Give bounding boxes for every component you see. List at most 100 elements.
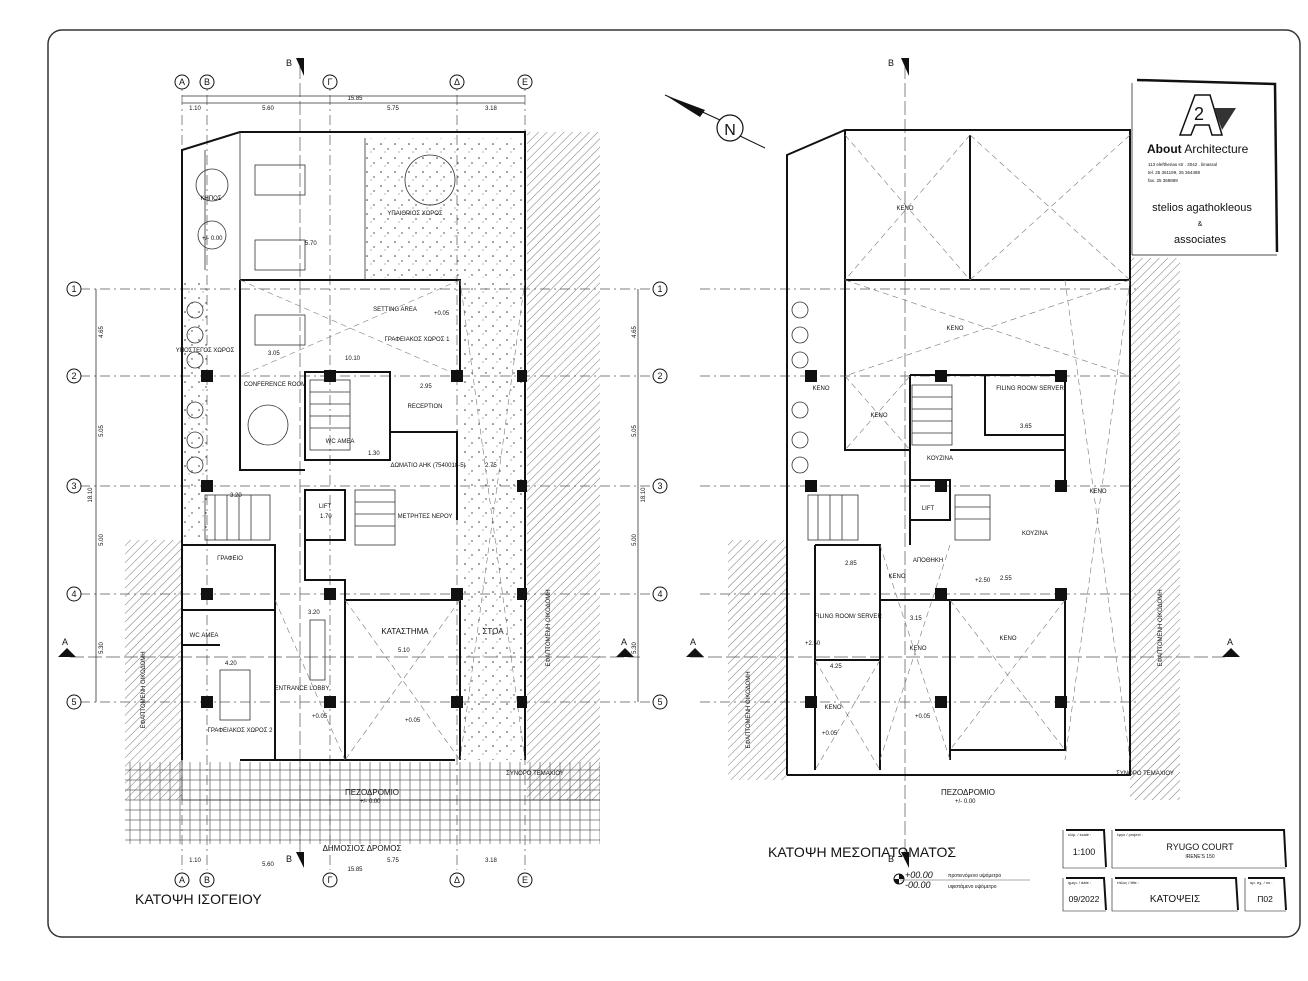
axis-label: Α: [179, 875, 185, 885]
dimension: 3.05: [268, 351, 280, 357]
dimension: 10.10: [345, 356, 361, 362]
dimension: 5.60: [262, 106, 274, 112]
mezzanine-title: ΚΑΤΟΨΗ ΜΕΣΟΠΑΤΩΜΑΤΟΣ: [768, 844, 956, 860]
adjacent-building-right: [527, 132, 600, 800]
adjacent-building-right: [1130, 258, 1180, 800]
axis-label: Β: [204, 77, 210, 87]
axis-label: Δ: [454, 875, 460, 885]
dimension: 5.30: [632, 642, 638, 654]
room-label: ΣΥΝΟΡΟ ΤΕΜΑΧΙΟΥ: [506, 771, 564, 777]
drawing-title: ΚΑΤΟΨΕΙΣ: [1150, 894, 1200, 905]
dimension: 2.85: [845, 561, 857, 567]
dimension: 5.30: [99, 642, 105, 654]
scale-value: 1:100: [1073, 847, 1096, 857]
dimension: 15.85: [347, 867, 363, 873]
firm-address: 113 eleftherias str . 3042 . limassol: [1148, 162, 1217, 167]
room-label: ΣΤΟΑ: [482, 627, 504, 636]
dimension: 1.10: [189, 858, 201, 864]
room-label: WC ΑΜΕΑ: [190, 633, 219, 639]
adjacent-building-left: [728, 540, 787, 780]
room-labels: ΚΕΝΟ ΚΕΝΟ ΚΕΝΟ ΚΕΝΟ FILING ROOM/ SERVER …: [746, 206, 1174, 805]
room-labels: ΚΗΠΟΣ ΥΠΑΙΘΡΙΟΣ ΧΩΡΟΣ ΥΠΟΣΤΕΓΟΣ ΧΩΡΟΣ SE…: [141, 196, 564, 853]
section-label: Β: [286, 58, 292, 68]
axis-label: 4: [71, 589, 76, 599]
room-label: FILING ROOM/ SERVER: [814, 614, 882, 620]
firm-partner: associates: [1174, 234, 1226, 246]
room-label: ΕΦΑΠΤΟΜΕΝΗ ΟΙΚΟΔΟΜΗ: [546, 589, 552, 666]
room-label: ΚΕΝΟ: [896, 206, 913, 212]
axis-label: 2: [71, 371, 76, 381]
room-label: ΚΕΝΟ: [870, 413, 887, 419]
room-label: ΓΡΑΦΕΙΟ: [217, 556, 243, 562]
level-mark: +/- 0.00: [202, 236, 223, 242]
room-label: ΕΦΑΠΤΟΜΕΝΗ ΟΙΚΟΔΟΜΗ: [1158, 589, 1164, 666]
dimension: 5.05: [632, 425, 638, 437]
legend-existing-value: -00.00: [905, 880, 931, 890]
axis-label: 4: [657, 589, 662, 599]
room-label: ΚΕΝΟ: [999, 636, 1016, 642]
axis-label: 5: [657, 697, 662, 707]
firm-name-bold: About: [1147, 142, 1182, 156]
level-mark: +0.05: [312, 714, 328, 720]
dimension: 15.85: [347, 96, 363, 102]
room-label: ΠΕΖΟΔΡΟΜΙΟ: [941, 788, 995, 797]
dimension: 4.65: [99, 326, 105, 338]
date-value: 09/2022: [1069, 894, 1100, 904]
room-label: ΥΠΟΣΤΕΓΟΣ ΧΩΡΟΣ: [176, 348, 235, 354]
firm-fax: fax. 25 368899: [1148, 178, 1178, 183]
level-mark: +0.05: [405, 718, 421, 724]
room-label: ΚΕΝΟ: [909, 646, 926, 652]
ground-floor-plan: Α Β Γ Δ Ε Α Β Γ Δ Ε 1 2 3 4 5 1 2 3 4 5 …: [58, 58, 668, 907]
dimension: 3.18: [485, 106, 497, 112]
sheet-frame: [47, 29, 1301, 938]
room-label: ΚΕΝΟ: [888, 574, 905, 580]
title-label: τίτλος / title :: [1117, 880, 1139, 885]
mezzanine-plan: Β Β Α Α ΚΕΝΟ ΚΕΝΟ ΚΕΝΟ ΚΕΝΟ FILING ROOM/…: [686, 58, 1240, 868]
level-mark: +/- 0.00: [955, 799, 976, 805]
section-label: Β: [888, 854, 894, 864]
dimension: 5.10: [398, 648, 410, 654]
dimension: 5.75: [387, 106, 399, 112]
dimension: 3.65: [1020, 424, 1032, 430]
axis-label: 3: [657, 481, 662, 491]
legend-existing-label: υφιστάμενο υψόμετρο: [948, 883, 997, 890]
firm-block: 2 About Architecture 113 eleftherias str…: [1131, 78, 1279, 256]
title-block: κλίμ. / scale : 1:100 έργο / project : R…: [1062, 829, 1287, 912]
room-label: ΚΕΝΟ: [812, 386, 829, 392]
firm-ampersand: &: [1198, 221, 1203, 228]
level-mark: +0.05: [822, 731, 838, 737]
dimension: 1.70: [320, 514, 332, 520]
section-markers: Β Β Α Α: [58, 58, 634, 868]
axis-label: Β: [204, 875, 210, 885]
axis-label: Ε: [522, 875, 528, 885]
axis-label: Ε: [522, 77, 528, 87]
room-label: ΔΩΜΑΤΙΟ ΑΗΚ (7540018-5): [390, 463, 465, 469]
axis-label: Α: [179, 77, 185, 87]
room-label: ΚΗΠΟΣ: [200, 196, 221, 202]
scale-label: κλίμ. / scale :: [1068, 832, 1091, 837]
dimension: 3.18: [485, 858, 497, 864]
dimension: 1.30: [368, 451, 380, 457]
legend-proposed-value: +00.00: [905, 870, 933, 880]
dimension: 18.10: [641, 487, 647, 503]
dimension: 18.10: [88, 487, 94, 503]
date-label: ημερ. / date :: [1068, 880, 1091, 885]
room-label: ΚΕΝΟ: [824, 705, 841, 711]
room-label: ΚΟΥΖΙΝΑ: [1022, 531, 1048, 537]
room-label: SETTING AREA: [373, 307, 417, 313]
room-label: CONFERENCE ROOM: [244, 382, 306, 388]
level-mark: +2.50: [805, 641, 821, 647]
north-arrow: N: [664, 94, 766, 149]
project-name: RYUGO COURT: [1166, 842, 1234, 852]
section-label: Β: [888, 58, 894, 68]
level-mark: +0.05: [915, 714, 931, 720]
room-label: ΚΕΝΟ: [1089, 489, 1106, 495]
section-label: Α: [1227, 637, 1233, 647]
level-mark: +2.50: [975, 578, 991, 584]
firm-partner: stelios agathokleous: [1152, 202, 1252, 214]
grid-axis-bubbles: Α Β Γ Δ Ε Α Β Γ Δ Ε 1 2 3 4 5 1 2 3 4 5: [66, 74, 668, 888]
room-label: ΥΠΑΙΘΡΙΟΣ ΧΩΡΟΣ: [387, 211, 443, 217]
room-label: ΚΟΥΖΙΝΑ: [927, 456, 953, 462]
room-label: ΑΠΟΘΗΚΗ: [913, 558, 943, 564]
